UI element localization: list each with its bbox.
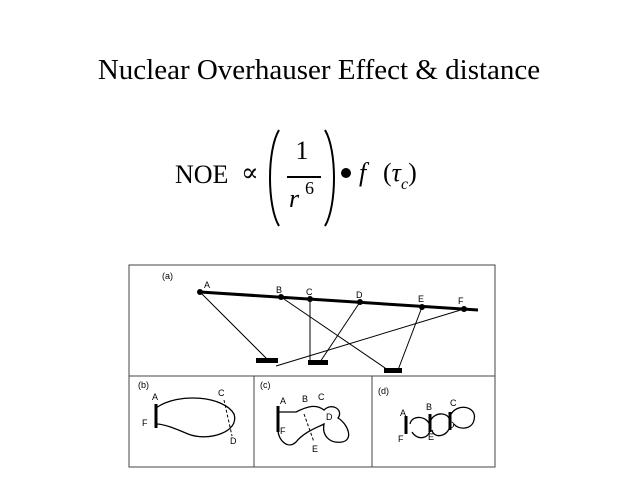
formula-lhs: NOE [175, 160, 229, 189]
point-label: A [152, 392, 158, 402]
fraction: 1 r 6 [277, 134, 327, 224]
argument-subscript: c [400, 176, 409, 193]
right-paren-icon [324, 129, 335, 227]
panel-a-point-labels: A B C D E F [204, 280, 464, 306]
function-name: f [359, 158, 367, 187]
panel-a-label: (a) [162, 271, 173, 281]
point-label: C [450, 398, 457, 408]
slide-title: Nuclear Overhauser Effect & distance [97, 54, 541, 86]
panel-d-point-labels: A B C D E F [398, 398, 457, 444]
point-label: F [398, 434, 404, 444]
point-label: F [280, 426, 286, 436]
point-label: E [312, 444, 318, 454]
point-label: D [448, 420, 455, 430]
fraction-bar [287, 176, 321, 178]
protein-backbone-line [199, 290, 479, 312]
panel-c-label: (c) [260, 380, 271, 390]
function-argument: (τc) [383, 158, 417, 193]
point-label: B [302, 394, 308, 404]
fraction-denominator: r [289, 184, 300, 213]
panel-c-loop [277, 405, 350, 446]
point-label: D [356, 290, 363, 300]
point-label: F [458, 296, 464, 306]
point-label: F [142, 418, 148, 428]
point-label: C [306, 287, 313, 297]
point-label: D [326, 412, 333, 422]
panel-b-point-labels: A F C D [142, 388, 237, 446]
argument-symbol: τ [391, 158, 401, 187]
noe-distance-figure: (a) A B C D E F [128, 264, 496, 468]
point-label: A [204, 280, 210, 290]
point-label: B [426, 402, 432, 412]
point-label: C [318, 392, 325, 402]
fraction-numerator: 1 [295, 136, 309, 165]
point-label: B [276, 285, 282, 295]
contact-bars [256, 358, 402, 373]
proportional-symbol: ∝ [241, 158, 259, 187]
point-label: C [218, 388, 225, 398]
fraction-exponent: 6 [305, 178, 314, 198]
multiplication-dot-icon [341, 168, 351, 178]
panel-b-loop [155, 397, 236, 438]
panel-d-anchors [404, 412, 452, 434]
point-label: E [418, 294, 424, 304]
point-label: D [230, 436, 237, 446]
noe-formula: NOE ∝ 1 r 6 f (τc) [175, 128, 475, 238]
panel-c-point-labels: A B C D E F [280, 392, 333, 454]
noe-contact-lines [199, 291, 465, 371]
panel-b-contact [223, 399, 233, 437]
point-label: E [428, 432, 434, 442]
panel-b-label: (b) [138, 380, 149, 390]
panel-d-label: (d) [378, 386, 389, 396]
point-label: A [400, 408, 406, 418]
left-paren-icon [269, 129, 280, 227]
residue-dots [197, 289, 467, 312]
point-label: A [280, 396, 286, 406]
